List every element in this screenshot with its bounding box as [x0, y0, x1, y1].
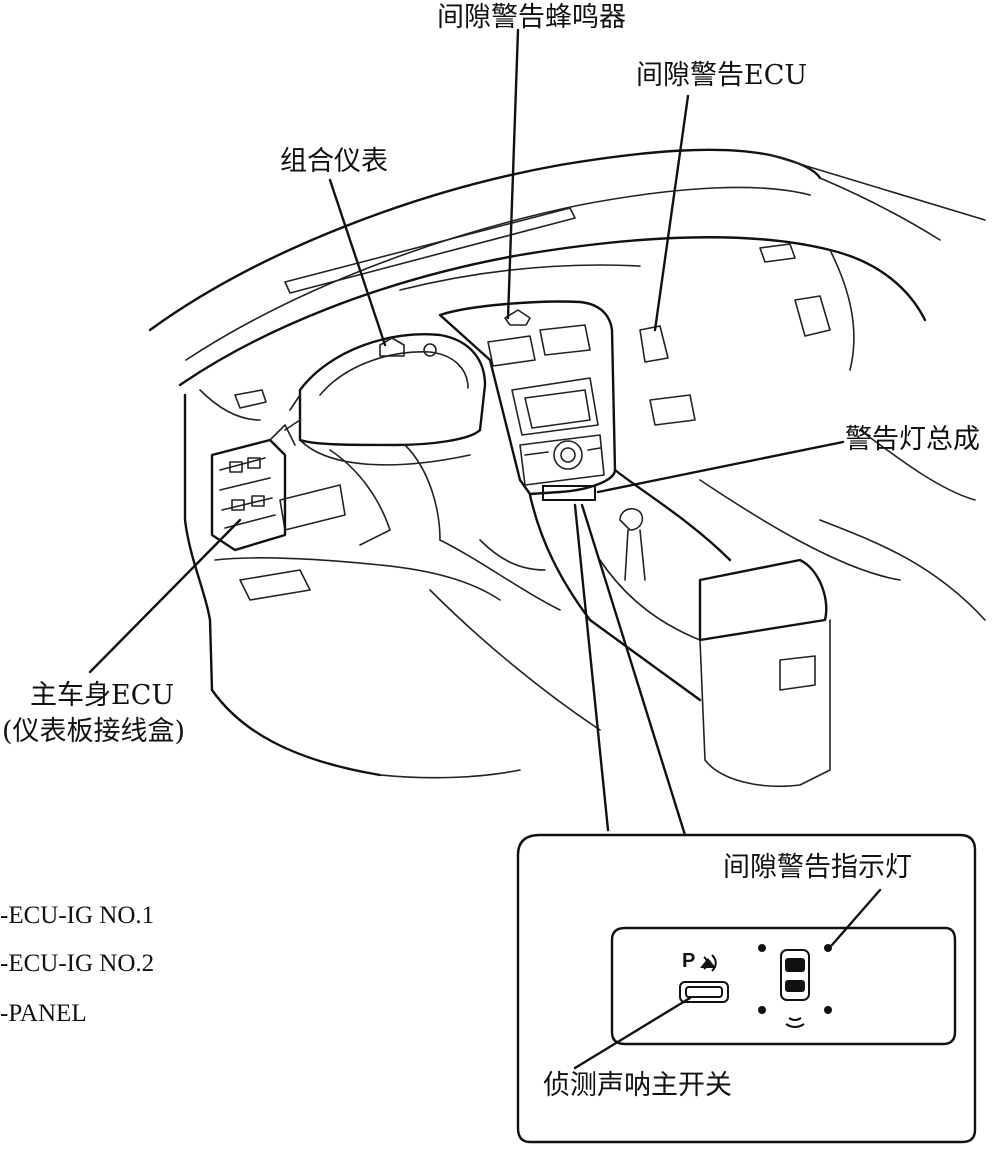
- leader-lines: [88, 28, 845, 837]
- fuse-panel: -PANEL: [0, 1000, 87, 1027]
- fuse-ecu-ig-no1: -ECU-IG NO.1: [0, 902, 155, 929]
- windshield-outline: [148, 148, 986, 361]
- center-console: [429, 468, 831, 788]
- combination-meter-drawing: [284, 333, 487, 466]
- passenger-side: [639, 325, 986, 621]
- inset-panel: [516, 833, 977, 1144]
- dashboard-top: [178, 207, 927, 387]
- lower-dashboard: [183, 389, 561, 779]
- clearance-warning-indicator-label: 间隙警告指示灯: [723, 852, 912, 883]
- inset-leader-lines: [573, 888, 882, 1070]
- combination-meter-label: 组合仪表: [280, 146, 388, 177]
- warning-light-assembly-label: 警告灯总成: [845, 424, 980, 455]
- main-body-ecu-label: 主车身ECU: [30, 680, 175, 711]
- clearance-ecu-label: 间隙警告ECU: [636, 60, 808, 91]
- center-stack: [438, 300, 617, 501]
- sonar-main-switch-label: 侦测声呐主开关: [543, 1070, 732, 1101]
- clearance-indicator-drawing: [758, 944, 832, 1028]
- sonar-main-switch-drawing: [679, 954, 729, 1003]
- buzzer-label: 间隙警告蜂鸣器: [437, 2, 626, 33]
- instrument-panel-junction-box-label: (仪表板接线盒): [2, 716, 186, 747]
- fuse-ecu-ig-no2: -ECU-IG NO.2: [0, 950, 155, 977]
- main-body-ecu-drawing: [210, 424, 296, 552]
- switch-icon-letter: P: [682, 950, 696, 972]
